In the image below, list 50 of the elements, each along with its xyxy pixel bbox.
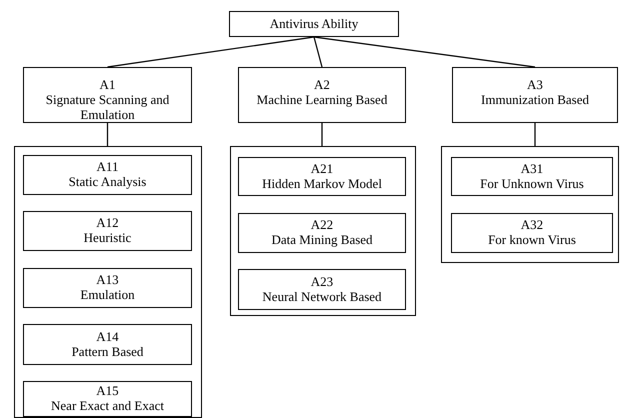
- node-title: Near Exact and Exact: [51, 399, 164, 414]
- node-code: A3: [527, 78, 543, 93]
- node-title: For known Virus: [488, 233, 576, 248]
- node-code: A32: [520, 218, 544, 233]
- connector-line: [314, 36, 536, 68]
- node-title: Emulation: [80, 288, 135, 303]
- category-box: [23, 381, 192, 417]
- node-code: A15: [96, 384, 119, 399]
- node-title: Signature Scanning and Emulation: [44, 92, 170, 123]
- node-title: Hidden Markov Model: [262, 176, 382, 192]
- node-title: Antivirus Ability: [270, 16, 358, 32]
- connector-line: [106, 123, 108, 146]
- category-box: [238, 213, 406, 253]
- category-box: [23, 155, 192, 195]
- category-box: [229, 11, 399, 37]
- category-box: [452, 67, 618, 123]
- node-code: A2: [314, 78, 330, 93]
- connector-line: [107, 36, 314, 68]
- category-box: [451, 157, 613, 196]
- category-box: [238, 67, 406, 123]
- node-code: A22: [310, 218, 334, 233]
- node-title: Heuristic: [84, 231, 132, 246]
- category-box: [23, 211, 192, 251]
- group-frame: [441, 146, 619, 263]
- connector-line: [534, 123, 536, 146]
- node-title: Neural Network Based: [262, 290, 382, 304]
- group-frame: [230, 146, 416, 316]
- node-title: For Unknown Virus: [480, 176, 584, 192]
- node-title: Static Analysis: [68, 175, 146, 190]
- category-box: [238, 269, 406, 310]
- node-title: Pattern Based: [72, 344, 144, 360]
- node-code: A11: [96, 160, 118, 175]
- node-title: Immunization Based: [481, 92, 589, 108]
- node-code: A12: [96, 216, 119, 231]
- connector-line: [321, 123, 323, 146]
- category-box: [451, 213, 613, 253]
- node-code: A14: [96, 330, 119, 344]
- category-box: [23, 268, 192, 308]
- node-code: A31: [520, 162, 544, 176]
- node-code: A1: [100, 78, 116, 93]
- connector-line: [313, 36, 323, 68]
- category-box: [238, 157, 406, 196]
- node-title: Data Mining Based: [271, 233, 373, 248]
- category-box: [23, 67, 192, 123]
- group-frame: [14, 146, 202, 418]
- node-title: Machine Learning Based: [256, 92, 388, 108]
- category-box: [23, 324, 192, 365]
- node-code: A13: [96, 273, 119, 288]
- node-code: A21: [310, 162, 334, 176]
- node-code: A23: [310, 274, 334, 290]
